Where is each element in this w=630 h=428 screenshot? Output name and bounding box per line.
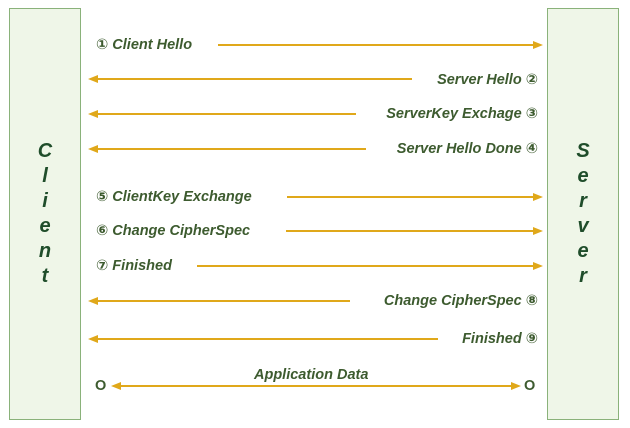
- message-arrow-8: [88, 297, 350, 305]
- message-label-2: Server Hello ②: [437, 72, 538, 88]
- message-arrow-10: [111, 382, 521, 390]
- message-label-6: ⑥ Change CipherSpec: [96, 223, 251, 239]
- message-arrow-1: [218, 41, 543, 49]
- client-endpoint-marker: O: [95, 378, 107, 394]
- message-arrow-4: [88, 145, 366, 153]
- message-label-1: ① Client Hello: [96, 37, 193, 53]
- message-arrow-7: [197, 262, 543, 270]
- message-label-9: Finished ⑨: [462, 331, 538, 347]
- message-label-7: ⑦ Finished: [96, 258, 172, 274]
- message-label-10: Application Data: [254, 367, 369, 383]
- message-arrow-3: [88, 110, 356, 118]
- message-label-4: Server Hello Done ④: [396, 141, 538, 157]
- message-label-3: ServerKey Exchage ③: [386, 106, 538, 122]
- message-arrow-9: [88, 335, 438, 343]
- message-arrow-2: [88, 75, 412, 83]
- server-endpoint-marker: O: [524, 378, 536, 394]
- message-arrow-5: [287, 193, 543, 201]
- message-label-5: ⑤ ClientKey Exchange: [96, 189, 252, 205]
- message-label-8: Change CipherSpec ⑧: [383, 293, 538, 309]
- message-arrow-6: [286, 227, 543, 235]
